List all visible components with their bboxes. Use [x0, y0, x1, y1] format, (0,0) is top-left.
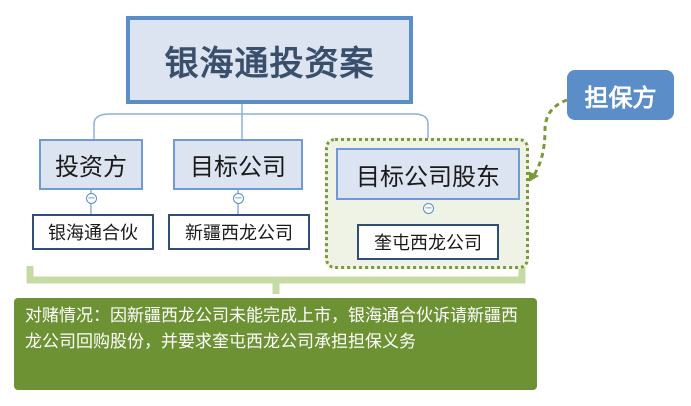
category-label: 投资方: [55, 153, 127, 181]
child-label: 奎屯西龙公司: [374, 233, 482, 254]
collapse-icon[interactable]: −: [423, 203, 434, 214]
child-label: 银海通合伙: [48, 223, 138, 244]
child-label: 新疆西龙公司: [185, 223, 293, 244]
collapse-icon[interactable]: −: [86, 193, 97, 204]
child-target: 新疆西龙公司: [168, 214, 310, 250]
note-text: 对赌情况：因新疆西龙公司未能完成上市，银海通合伙诉请新疆西龙公司回购股份，并要求…: [25, 306, 518, 352]
category-label: 目标公司: [190, 153, 286, 181]
child-investor: 银海通合伙: [32, 214, 154, 250]
category-target: 目标公司: [173, 139, 303, 190]
title-box: 银海通投资案: [126, 16, 413, 104]
category-investor: 投资方: [39, 139, 143, 190]
child-shareholder: 奎屯西龙公司: [357, 224, 499, 260]
guarantor-label: 担保方: [584, 83, 657, 112]
note-box: 对赌情况：因新疆西龙公司未能完成上市，银海通合伙诉请新疆西龙公司回购股份，并要求…: [14, 298, 537, 390]
category-shareholder: 目标公司股东: [336, 148, 520, 200]
title-text: 银海通投资案: [164, 43, 375, 84]
arrow-head: [527, 171, 539, 183]
collapse-icon[interactable]: −: [233, 193, 244, 204]
guarantor-box: 担保方: [567, 70, 674, 120]
category-label: 目标公司股东: [356, 162, 500, 191]
guarantor-arrow: [530, 98, 568, 179]
